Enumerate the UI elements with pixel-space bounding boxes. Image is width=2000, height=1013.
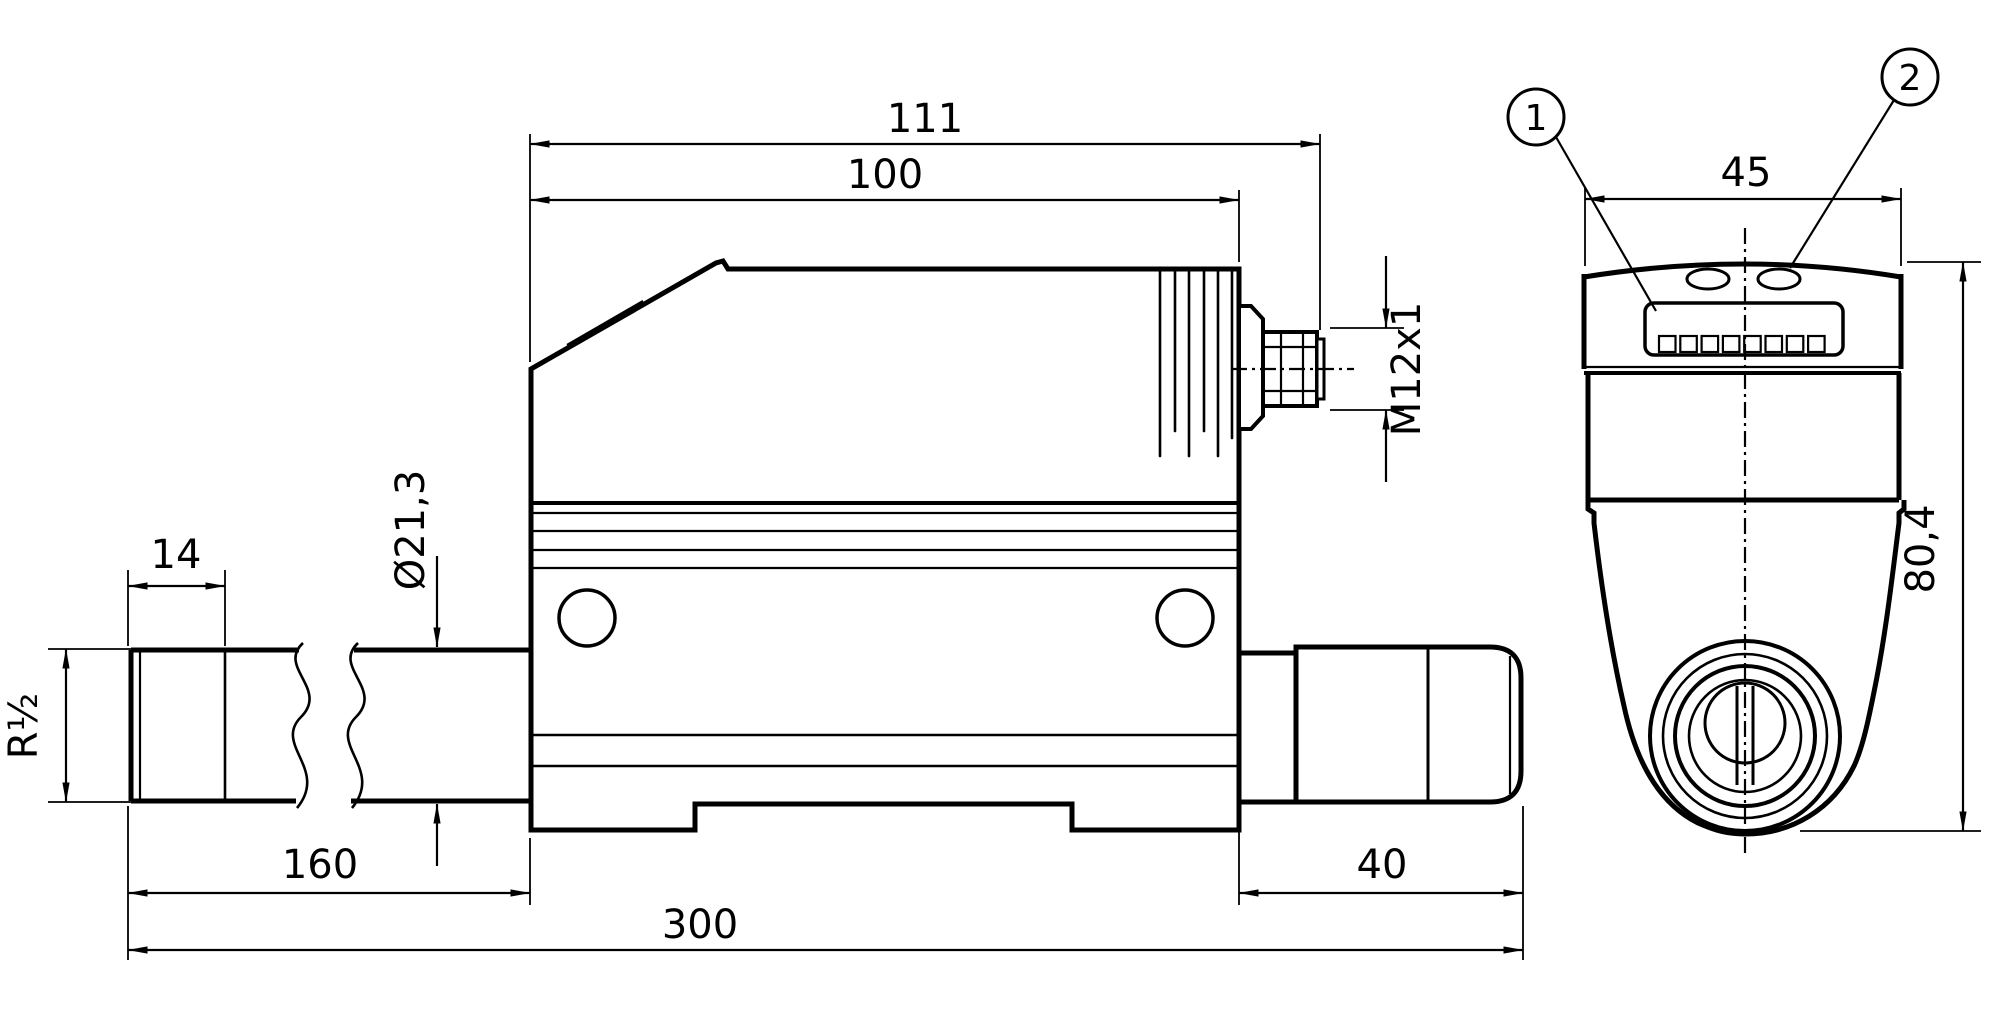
dim-thread-section-label: 14 [151,532,202,578]
led-indicators [1685,267,1802,291]
dim-pipe-diameter-label: Ø21,3 [388,470,434,591]
mounting-hole-left [557,588,617,648]
dim-connector-thread-label: M12x1 [1384,302,1430,437]
dim-total-length: 300 [127,902,1524,954]
side-view: 45 80,4 1 2 [1506,47,1981,858]
dim-outlet-length-label: 40 [1357,842,1408,888]
dim-body-length-label: 100 [847,152,923,198]
slant-face-detail-line [566,300,644,346]
callout-1-circle [1506,87,1566,147]
callout-2-leader [1789,99,1895,269]
dim-inlet-length: 160 [127,806,531,960]
dim-total-length-label: 300 [662,902,738,948]
dim-side-height: 80,4 [1800,261,1981,832]
m12-connector [1231,304,1354,431]
callout-2-label: 2 [1899,58,1922,99]
dim-body-length: 100 [529,152,1240,262]
led-left [1685,267,1731,291]
dim-thread-section: 14 [127,532,226,646]
connector-flange [1237,304,1265,431]
lower-body-outline [1585,500,1907,837]
led-right [1756,267,1802,291]
front-view: 111 100 14 Ø21,3 R½ [1,96,1524,960]
display-window [1643,301,1845,357]
dim-process-thread-label: R½ [1,693,47,760]
mid-housing [1585,373,1902,503]
callout-1-leader [1555,136,1657,312]
callout-1-label: 1 [1525,98,1548,139]
dim-connector-thread: M12x1 [1330,256,1430,482]
dim-overall-length: 111 [529,96,1321,362]
callout-1: 1 [1506,87,1657,312]
dim-side-width: 45 [1584,150,1902,266]
callout-2: 2 [1789,47,1940,269]
pipe-break-symbol [291,642,366,809]
dim-side-width-label: 45 [1721,150,1772,196]
dim-side-height-label: 80,4 [1898,504,1944,593]
dim-pipe-diameter: Ø21,3 [388,470,441,866]
callout-2-circle [1880,47,1940,107]
mounting-holes [557,588,1215,648]
mounting-hole-right [1155,588,1215,648]
sensor-body-outline [528,258,1242,833]
inlet-pipe [128,642,531,809]
dim-outlet-length: 40 [1238,806,1524,960]
outlet-fitting [1239,644,1524,805]
body-groove-lines [533,501,1237,768]
dim-process-thread: R½ [1,648,134,803]
dim-inlet-length-label: 160 [282,842,358,888]
dim-overall-length-label: 111 [887,96,963,142]
bargraph-segments [1657,334,1826,354]
cooling-fins [1158,269,1234,458]
head-top-arc [1583,261,1902,280]
